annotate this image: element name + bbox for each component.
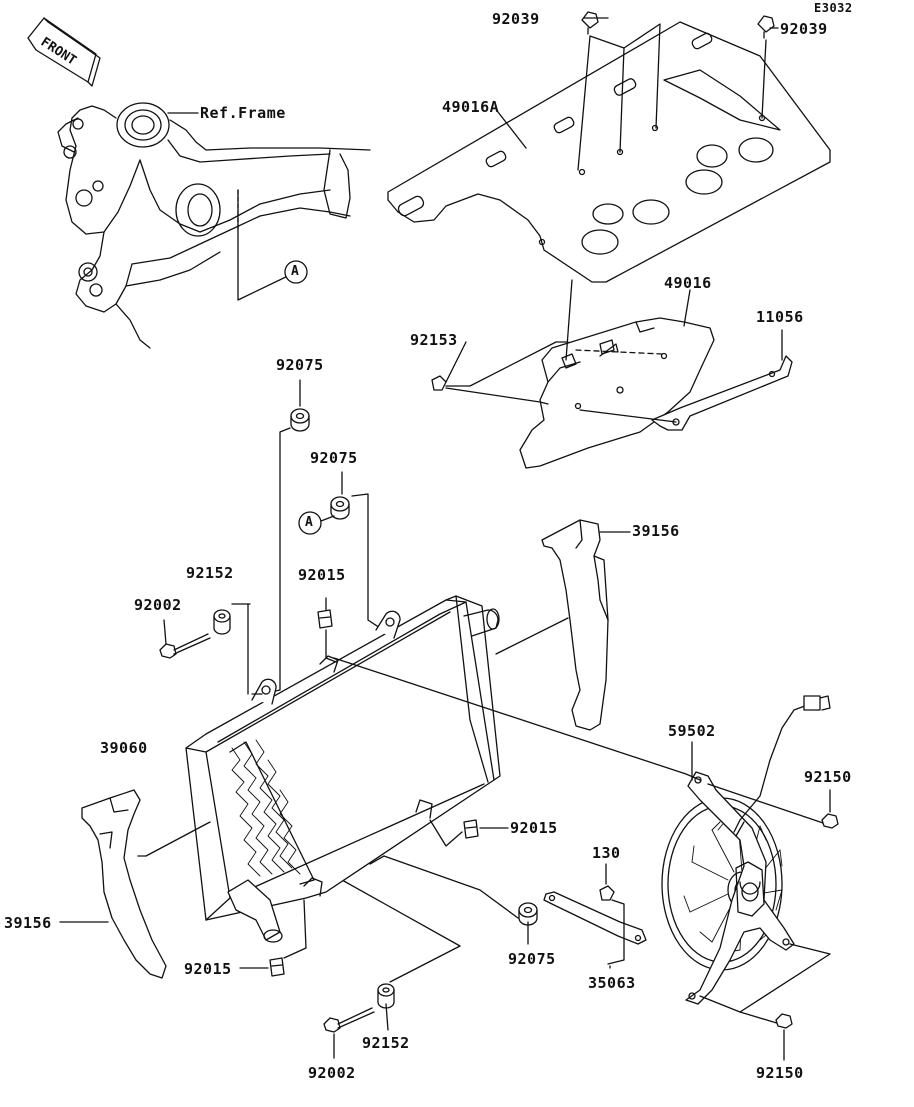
ref-frame-label: Ref.Frame <box>200 104 286 122</box>
plate-49016A <box>387 21 831 283</box>
bolt-92002-top-icon <box>159 633 211 659</box>
diagram-code: E3032 <box>814 1 853 15</box>
leader-49016A <box>497 111 527 149</box>
bolt-92150-top-icon <box>821 813 839 829</box>
leader-92152-bot-v <box>385 1003 389 1031</box>
part-label-92002-bot: 92002 <box>308 1064 356 1082</box>
bolt-92153-icon <box>431 375 447 391</box>
leader-92015-top <box>325 597 337 663</box>
bolt-92039-right-icon <box>757 15 775 39</box>
radiator-39060 <box>185 595 501 943</box>
clip-92015-mid-icon <box>463 819 479 839</box>
part-label-92015-top: 92015 <box>298 566 346 584</box>
bolt-92039-top-icon <box>581 11 599 35</box>
front-arrow-icon: FRONT <box>27 17 101 87</box>
frame-reference-drawing <box>57 102 371 349</box>
part-label-92153: 92153 <box>410 331 458 349</box>
part-label-11056: 11056 <box>756 308 804 326</box>
leader-bracket <box>579 409 677 423</box>
leader-92150-top-line <box>707 783 827 825</box>
part-label-92015-mid: 92015 <box>510 819 558 837</box>
part-label-59502: 59502 <box>668 722 716 740</box>
dash-line-shroud <box>575 349 663 355</box>
shroud-49016 <box>519 317 715 469</box>
leader-92075-bot <box>369 855 529 945</box>
grommet-92075-bot-icon <box>518 902 538 926</box>
part-label-92150-top: 92150 <box>804 768 852 786</box>
part-label-92075-top: 92075 <box>276 356 324 374</box>
callout-a-top-label: A <box>291 264 300 279</box>
leader-92153 <box>445 341 467 383</box>
leader-92150-bot-line-2 <box>699 995 741 1013</box>
fan-assembly-59502 <box>661 695 831 1005</box>
grommet-92075-mid-icon <box>330 496 350 520</box>
leader-92039-top-lines <box>577 23 661 171</box>
leader-92075-top <box>261 379 301 695</box>
part-label-39060: 39060 <box>100 739 148 757</box>
collar-92152-bot-icon <box>377 983 395 1009</box>
part-label-39156-right: 39156 <box>632 522 680 540</box>
leader-130 <box>605 863 625 965</box>
leader-lower-left <box>341 879 461 947</box>
part-label-49016: 49016 <box>664 274 712 292</box>
leader-92150-bot-line <box>739 943 831 1025</box>
leader-duct-right <box>495 617 569 655</box>
part-label-92039-right: 92039 <box>780 20 828 38</box>
bolt-130-icon <box>599 885 615 901</box>
leader-radiator-left <box>145 821 211 857</box>
clip-92015-top-icon <box>317 609 333 629</box>
leader-92152-bot <box>389 945 461 983</box>
callout-a-mid <box>298 511 335 535</box>
part-label-92150-bot: 92150 <box>756 1064 804 1082</box>
part-label-92015-bot: 92015 <box>184 960 232 978</box>
part-label-92075-bot: 92075 <box>508 950 556 968</box>
collar-92152-top-icon <box>213 609 231 635</box>
part-label-92152-bot: 92152 <box>362 1034 410 1052</box>
part-label-35063: 35063 <box>588 974 636 992</box>
leader-92039-right-lines <box>761 27 779 119</box>
part-label-92152-top: 92152 <box>186 564 234 582</box>
bolt-92002-bot-icon <box>323 1007 375 1033</box>
leader-92153-lines <box>445 279 573 405</box>
leader-92152-top <box>247 603 263 695</box>
part-label-49016A: 49016A <box>442 98 500 116</box>
leader-fan-radiator <box>333 657 701 781</box>
bracket-35063 <box>543 891 647 945</box>
grommet-92075-top-icon <box>290 408 310 432</box>
part-label-130: 130 <box>592 844 621 862</box>
duct-39156-right <box>541 519 609 731</box>
leader-92015-mid <box>429 819 509 847</box>
callout-a-mid-label: A <box>305 515 314 530</box>
leader-49016 <box>683 289 691 327</box>
part-label-92039-top: 92039 <box>492 10 540 28</box>
leader-92002-top <box>163 619 167 645</box>
part-label-39156-left: 39156 <box>4 914 52 932</box>
leader-92075-mid <box>341 471 387 633</box>
part-label-92075-mid: 92075 <box>310 449 358 467</box>
part-label-92002-top: 92002 <box>134 596 182 614</box>
bolt-92150-bot-icon <box>775 1013 793 1029</box>
clip-92015-bot-icon <box>269 957 285 977</box>
duct-39156-left <box>81 789 167 979</box>
leader-92015-bot <box>239 899 307 969</box>
callout-a-top <box>284 260 308 284</box>
